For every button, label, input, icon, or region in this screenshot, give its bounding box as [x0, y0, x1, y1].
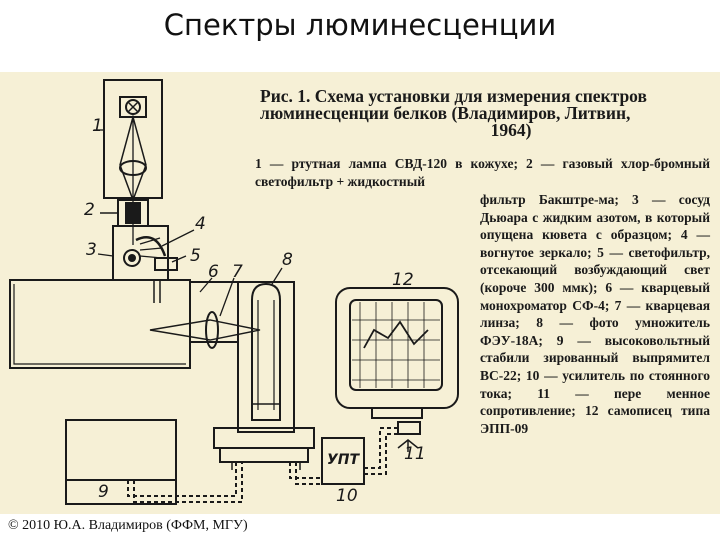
mercury-lamp-housing	[103, 79, 163, 245]
apparatus-diagram	[9, 79, 459, 505]
caption-line-1: Рис. 1. Схема установки для измерения сп…	[260, 86, 647, 106]
label-4: 4	[195, 214, 206, 234]
footer-bar	[0, 514, 720, 540]
label-7: 7	[232, 262, 243, 282]
legend-body: фильтр Бакштре-ма; 3 — сосуд Дьюара с жи…	[480, 192, 710, 436]
label-3: 3	[86, 240, 97, 260]
figure-caption: Рис. 1. Схема установки для измерения сп…	[260, 86, 712, 140]
caption-line-3: 1964)	[490, 120, 532, 140]
label-2: 2	[84, 200, 95, 220]
dc-amplifier	[321, 437, 365, 485]
label-11: 11	[404, 444, 426, 464]
gas-filter	[100, 199, 149, 227]
scanned-figure-background	[0, 72, 720, 514]
label-8: 8	[282, 250, 293, 270]
pointer-lines	[94, 129, 283, 317]
label-9: 9	[98, 482, 109, 502]
dewar-block	[112, 225, 178, 303]
cables	[127, 427, 398, 503]
label-6: 6	[208, 262, 219, 282]
lens-and-beam	[149, 311, 261, 349]
variable-resistor	[397, 421, 421, 452]
label-5: 5	[190, 246, 201, 266]
label-1: 1	[92, 116, 103, 136]
photomultiplier-housing	[213, 281, 315, 470]
copyright-footer: © 2010 Ю.А. Владимиров (ФФМ, МГУ)	[8, 518, 248, 533]
monochromator	[9, 279, 239, 369]
recorder	[335, 287, 459, 419]
label-10: 10	[336, 486, 358, 506]
label-12: 12	[392, 270, 414, 290]
hv-supply	[65, 419, 177, 505]
legend-head: 1 — ртутная лампа СВД-120 в кожухе; 2 — …	[255, 156, 710, 189]
label-upt: УПТ	[327, 452, 360, 468]
caption-line-2: люминесценции белков (Владимиров, Литвин…	[260, 103, 631, 123]
slide-title: Спектры люминесценции	[163, 8, 557, 42]
